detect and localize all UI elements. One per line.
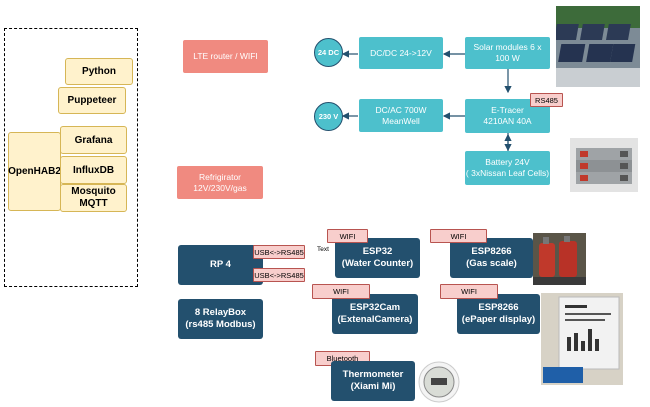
epaper-display-photo	[541, 293, 623, 385]
mosquitto-box: Mosquito MQTT	[60, 184, 127, 212]
solar-panels-photo	[556, 6, 640, 87]
esp32cam-box: ESP32Cam (ExtenalCamera)	[332, 294, 418, 334]
rs485-tag: RS485	[530, 93, 563, 107]
dcdc-box: DC/DC 24->12V	[359, 37, 443, 69]
rp4-box: RP 4	[178, 245, 263, 285]
battery-box: Battery 24V ( 3xNissan Leaf Cells)	[465, 151, 550, 185]
battery-cells-photo	[570, 138, 638, 192]
grafana-box: Grafana	[60, 126, 127, 154]
esp32-water-box: ESP32 (Water Counter)	[335, 238, 420, 278]
wifi-tag-4: WIFI	[440, 284, 498, 299]
usb-rs485-tag-1: USB<->RS485	[253, 245, 305, 259]
wifi-tag-2: WIFI	[430, 229, 487, 243]
refrigirator-box: Refrigirator 12V/230V/gas	[177, 166, 263, 199]
24dc-circle: 24 DC	[314, 38, 343, 67]
lte-router-box: LTE router / WIFI	[183, 40, 268, 73]
relaybox-box: 8 RelayBox (rs485 Modbus)	[178, 299, 263, 339]
230v-circle: 230 V	[314, 102, 343, 131]
gas-scale-photo	[533, 233, 586, 285]
thermometer-photo	[416, 360, 462, 404]
text-label: Text	[317, 246, 329, 253]
puppeteer-box: Puppeteer	[58, 87, 126, 114]
wifi-tag-3: WIFI	[312, 284, 370, 299]
wifi-tag-1: WIFI	[327, 229, 368, 243]
esp8266-gas-box: ESP8266 (Gas scale)	[450, 238, 533, 278]
software-frame	[4, 28, 138, 287]
dcac-box: DC/AC 700W MeanWell	[359, 99, 443, 132]
thermometer-box: Thermometer (Xiami Mi)	[331, 361, 415, 401]
python-box: Python	[65, 58, 133, 85]
solar-box: Solar modules 6 x 100 W	[465, 37, 550, 69]
influxdb-box: InfluxDB	[60, 156, 127, 184]
usb-rs485-tag-2: USB<->RS485	[253, 268, 305, 282]
openhab-box: OpenHAB2	[8, 132, 61, 211]
esp8266-epaper-box: ESP8266 (ePaper display)	[457, 294, 540, 334]
